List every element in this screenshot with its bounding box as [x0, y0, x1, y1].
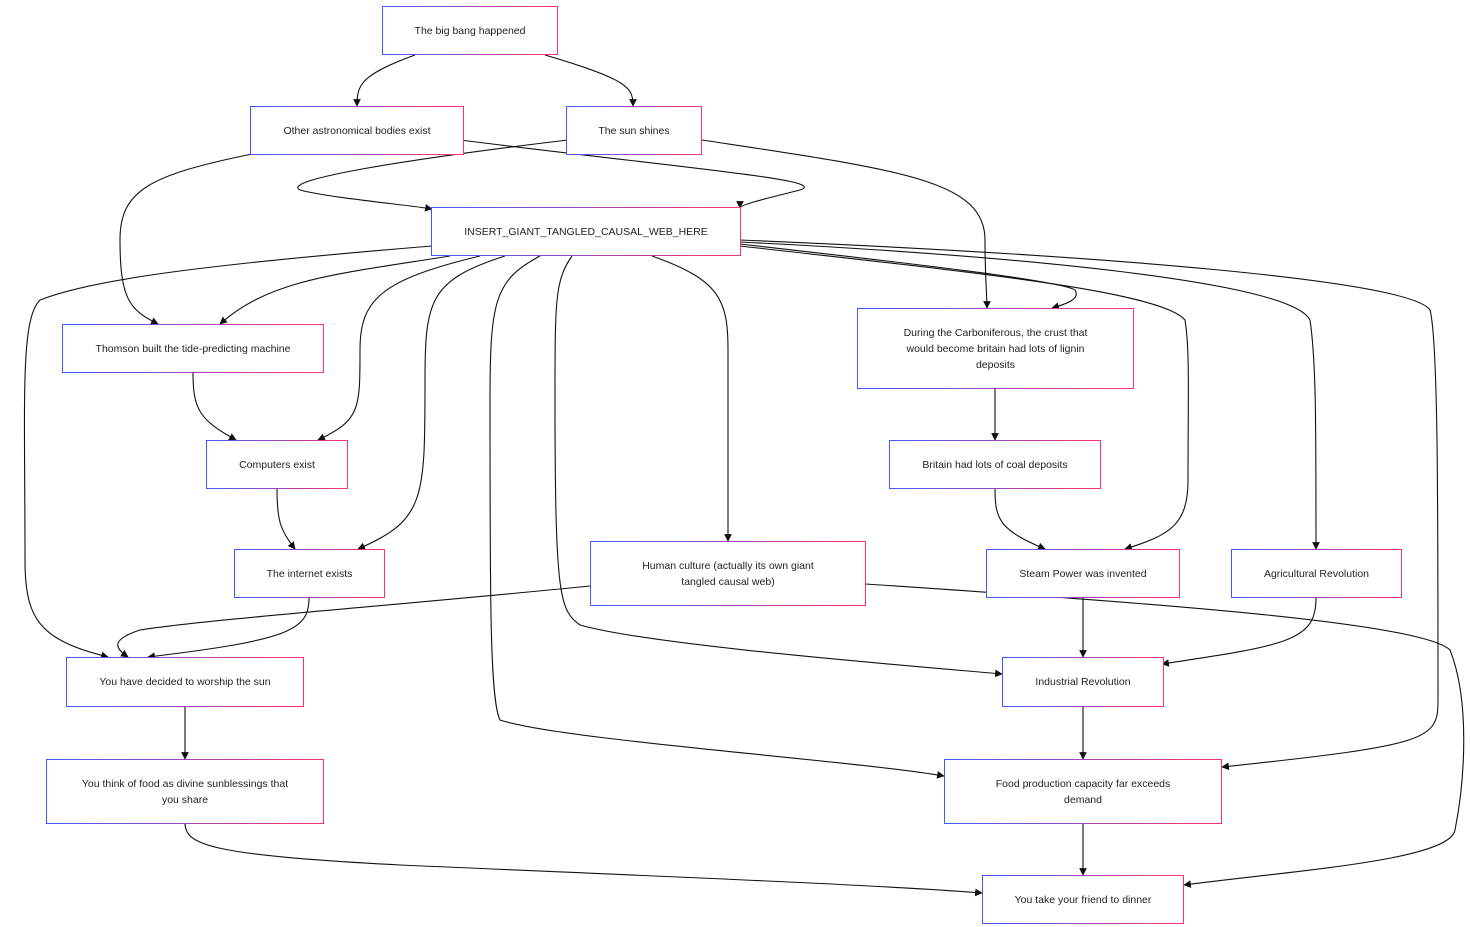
- node-carboniferous: During the Carboniferous, the crust that…: [857, 308, 1134, 389]
- edge-web-foodcap: [739, 239, 1439, 771]
- node-food-capacity: Food production capacity far exceeds dem…: [944, 759, 1222, 824]
- edge-sun-carbon: [701, 139, 991, 309]
- node-dinner: You take your friend to dinner: [982, 875, 1184, 924]
- node-thomson-label: Thomson built the tide-predicting machin…: [95, 342, 291, 355]
- edge-web-worship: [23, 245, 433, 660]
- node-computers: Computers exist: [206, 440, 348, 489]
- node-other-astronomical-bodies-label: Other astronomical bodies exist: [283, 124, 431, 137]
- node-steam-power: Steam Power was invented: [986, 549, 1180, 598]
- node-steam-power-label: Steam Power was invented: [1019, 567, 1147, 580]
- edge-sun-web: [297, 139, 569, 212]
- node-internet-label: The internet exists: [266, 567, 353, 580]
- edge-web-thomson: [219, 255, 451, 325]
- edge-web-industrial: [554, 255, 1003, 678]
- edge-culture-dinner: [865, 583, 1465, 888]
- node-human-culture-label: Human culture (actually its own giant ta…: [642, 559, 814, 588]
- edge-sunblessings-dinner: [184, 822, 983, 897]
- edge-web-computers: [317, 255, 481, 441]
- node-coal-label: Britain had lots of coal deposits: [922, 458, 1068, 471]
- edge-computers-internet: [276, 488, 296, 550]
- node-agricultural-revolution-label: Agricultural Revolution: [1263, 567, 1370, 580]
- edge-web-steam: [739, 245, 1189, 551]
- edge-other-thomson: [119, 153, 253, 325]
- node-industrial-revolution: Industrial Revolution: [1002, 657, 1164, 707]
- node-coal: Britain had lots of coal deposits: [889, 440, 1101, 489]
- edge-bigbang-sun: [544, 54, 637, 107]
- node-sunblessings: You think of food as divine sunblessings…: [46, 759, 324, 824]
- node-worship-sun: You have decided to worship the sun: [66, 657, 304, 707]
- node-agricultural-revolution: Agricultural Revolution: [1231, 549, 1402, 598]
- node-food-capacity-label: Food production capacity far exceeds dem…: [995, 777, 1171, 806]
- node-computers-label: Computers exist: [239, 458, 315, 471]
- node-industrial-revolution-label: Industrial Revolution: [1035, 676, 1131, 688]
- node-internet: The internet exists: [234, 549, 385, 598]
- edge-agri-industrial: [1161, 597, 1317, 667]
- edge-web-culture: [651, 255, 732, 542]
- node-worship-sun-label: You have decided to worship the sun: [99, 676, 271, 688]
- edge-coal-steam: [994, 488, 1046, 550]
- edge-culture-worship: [117, 585, 591, 658]
- node-big-bang: The big bang happened: [382, 6, 558, 55]
- edge-web-internet: [357, 255, 506, 550]
- edge-web-food: [489, 255, 945, 779]
- node-other-astronomical-bodies: Other astronomical bodies exist: [250, 106, 464, 155]
- node-thomson: Thomson built the tide-predicting machin…: [62, 324, 324, 373]
- node-tangled-web: INSERT_GIANT_TANGLED_CAUSAL_WEB_HERE: [431, 207, 741, 256]
- node-carboniferous-label: During the Carboniferous, the crust that…: [903, 326, 1088, 371]
- edge-bigbang-other: [353, 54, 416, 107]
- node-tangled-web-label: INSERT_GIANT_TANGLED_CAUSAL_WEB_HERE: [464, 225, 708, 238]
- node-big-bang-label: The big bang happened: [414, 24, 526, 37]
- edge-web-agri: [739, 241, 1320, 550]
- edge-web-carbon: [739, 243, 1077, 310]
- node-sun-shines-label: The sun shines: [598, 124, 670, 137]
- node-human-culture: Human culture (actually its own giant ta…: [590, 541, 866, 606]
- node-sun-shines: The sun shines: [566, 106, 702, 155]
- edge-other-web: [459, 139, 805, 209]
- node-dinner-label: You take your friend to dinner: [1014, 893, 1152, 906]
- edge-thomson-computers: [192, 372, 237, 441]
- node-sunblessings-label: You think of food as divine sunblessings…: [81, 777, 289, 806]
- edge-internet-worship: [147, 597, 310, 660]
